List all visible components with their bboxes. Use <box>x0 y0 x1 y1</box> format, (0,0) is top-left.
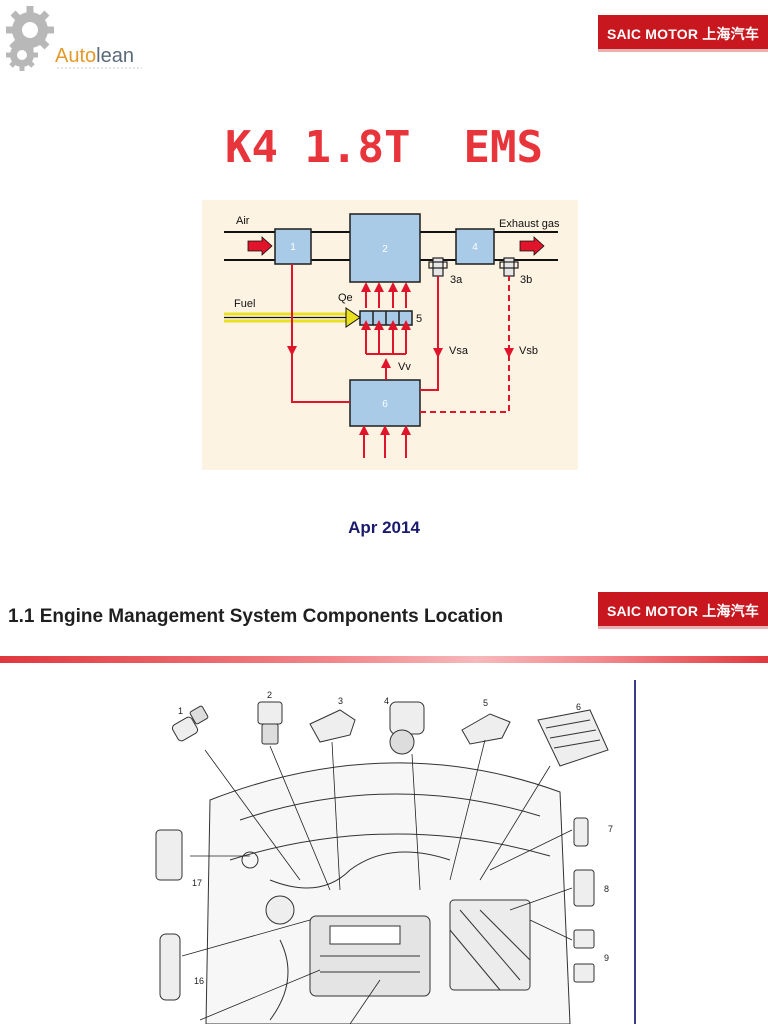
callout-1: 1 <box>178 706 183 716</box>
box-1 <box>274 228 312 265</box>
saic-logo-text-2: SAIC MOTOR 上海汽车 <box>606 602 760 619</box>
component-16-icon <box>159 933 181 1001</box>
engine-bay-illustration: 1 2 3 4 5 6 7 8 9 16 17 <box>150 680 634 1025</box>
component-4-icon <box>389 701 425 755</box>
callout-6: 6 <box>576 702 581 712</box>
callout-5: 5 <box>483 698 488 708</box>
callout-4: 4 <box>384 696 389 706</box>
component-1-icon <box>171 705 209 742</box>
callout-8: 8 <box>604 884 609 894</box>
label-vv: Vv <box>398 361 411 373</box>
label-box-1: 1 <box>290 242 296 253</box>
box-6 <box>349 379 421 427</box>
label-air: Air <box>236 215 250 227</box>
callout-9: 9 <box>604 953 609 963</box>
saic-logo-text: SAIC MOTOR 上海汽车 <box>606 25 760 42</box>
callout-16: 16 <box>194 976 204 986</box>
gears-icon: Autolean <box>6 6 142 71</box>
label-vsb: Vsb <box>519 345 538 357</box>
label-3b: 3b <box>520 274 532 286</box>
component-3-icon <box>309 709 356 743</box>
callout-2: 2 <box>267 690 272 700</box>
component-6-icon <box>537 709 609 767</box>
label-box-2: 2 <box>382 244 388 255</box>
logo-suffix: lean <box>96 45 134 67</box>
label-box-4: 4 <box>472 242 478 253</box>
component-5-icon <box>461 713 511 745</box>
component-7-icon <box>573 817 589 847</box>
box-4 <box>455 228 495 265</box>
saic-motor-logo-2: SAIC MOTOR 上海汽车 <box>598 592 768 629</box>
svg-text:Autolean: Autolean <box>55 45 134 67</box>
label-qe: Qe <box>338 292 353 304</box>
label-3a: 3a <box>450 274 463 286</box>
label-vsa: Vsa <box>449 345 469 357</box>
callout-17: 17 <box>192 878 202 888</box>
label-box-6: 6 <box>382 399 388 410</box>
component-2-icon <box>257 701 283 745</box>
label-exhaust-gas: Exhaust gas <box>499 218 560 230</box>
label-5: 5 <box>416 313 422 325</box>
box-2 <box>349 213 421 283</box>
title-divider <box>0 656 768 663</box>
slide-title: K4 1.8T EMS <box>225 122 543 173</box>
component-17-icon <box>155 829 183 881</box>
callout-7: 7 <box>608 824 613 834</box>
section-title: 1.1 Engine Management System Components … <box>8 606 504 627</box>
frame-border-line <box>634 680 636 1024</box>
saic-motor-logo: SAIC MOTOR 上海汽车 <box>598 15 768 52</box>
component-8-icon <box>573 869 595 907</box>
logo-prefix: Auto <box>55 45 96 67</box>
callout-3: 3 <box>338 696 343 706</box>
autolean-logo: Autolean <box>0 0 160 85</box>
label-fuel: Fuel <box>234 298 255 310</box>
slide-date: Apr 2014 <box>348 518 420 537</box>
ems-block-diagram: Air Exhaust gas Fuel Qe Vv Vsa Vsb 3a 3b… <box>202 200 578 470</box>
component-9-icon <box>573 929 595 949</box>
